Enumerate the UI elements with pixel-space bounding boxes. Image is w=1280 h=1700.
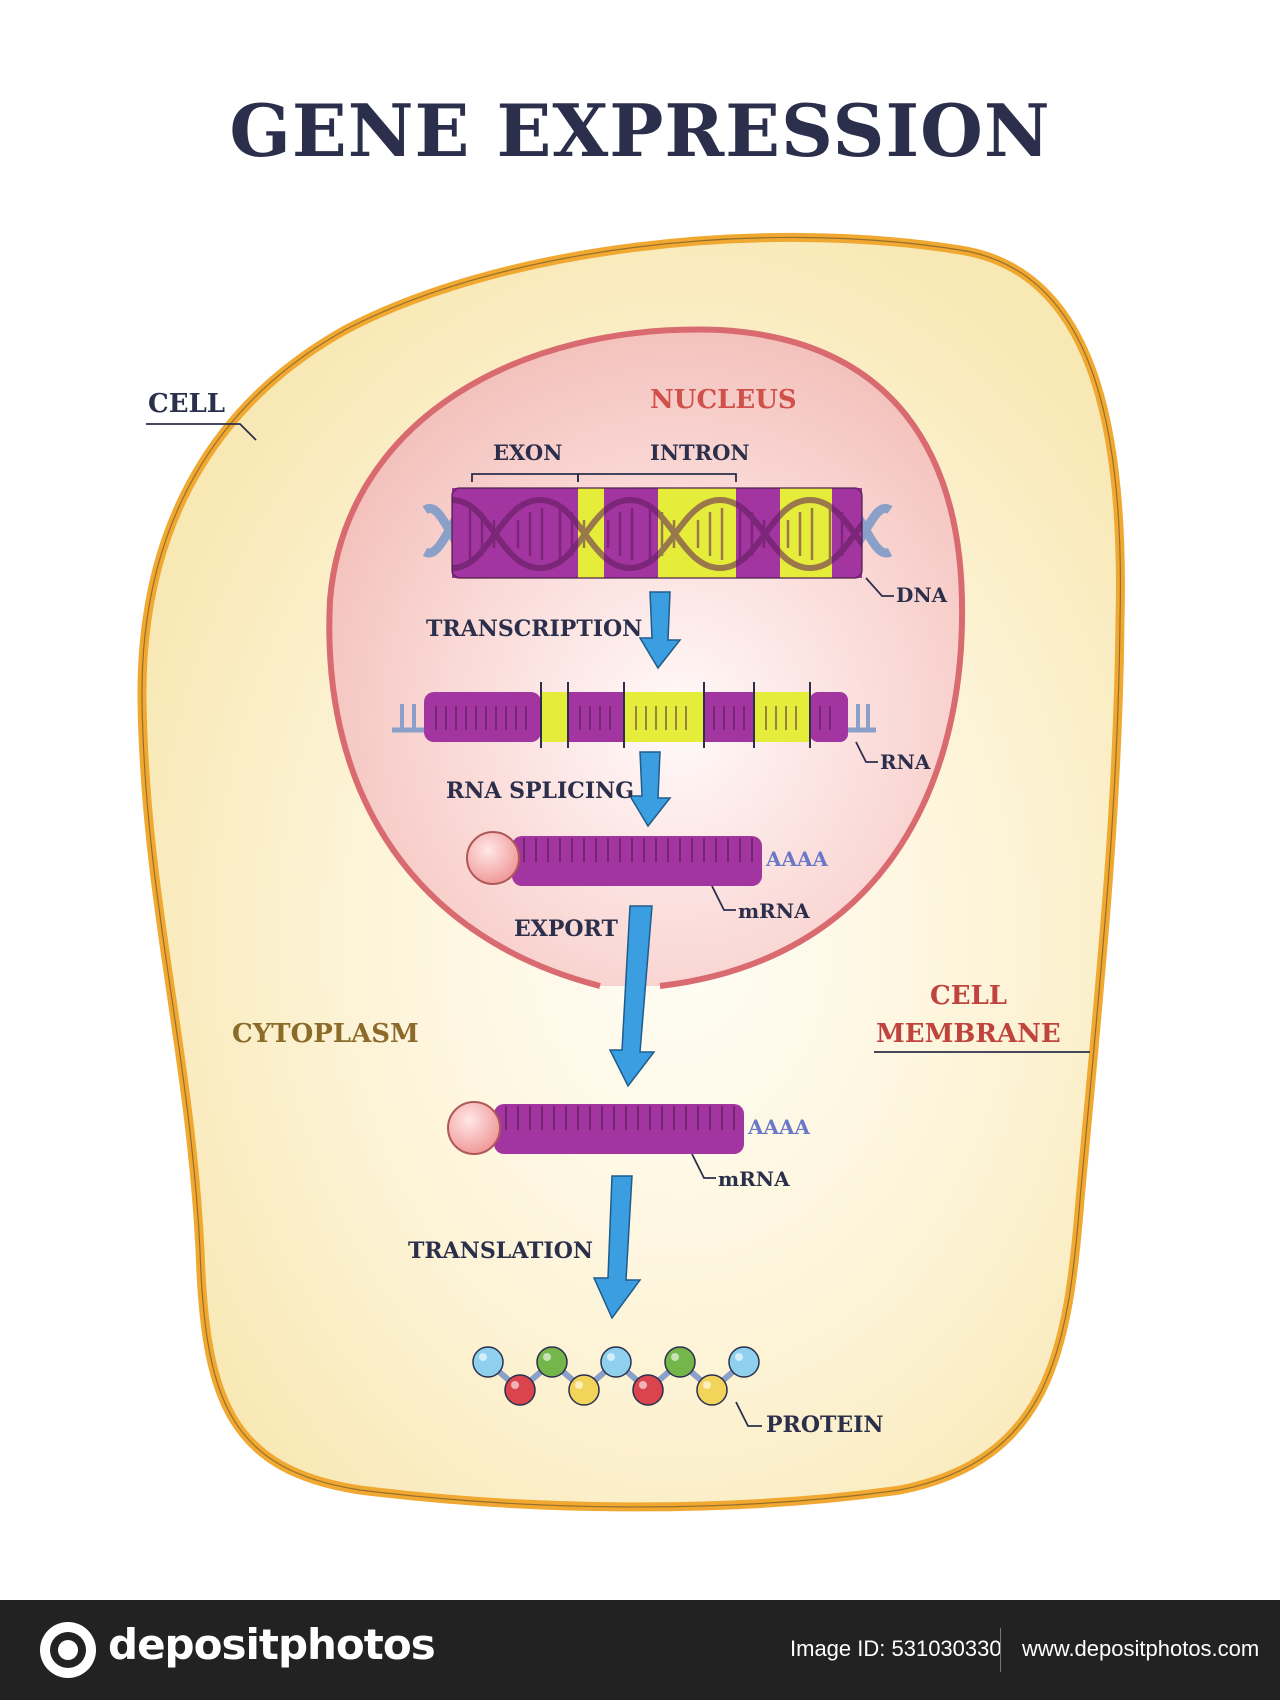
dna-label: DNA xyxy=(896,583,948,607)
translation-label: TRANSLATION xyxy=(408,1238,593,1264)
footer-image-id: Image ID: 531030330 xyxy=(790,1636,1002,1661)
mrna-cytoplasm xyxy=(447,1101,744,1155)
dna-leader-line xyxy=(865,577,894,597)
intron-bracket xyxy=(577,473,737,482)
footer-separator xyxy=(1000,1628,1001,1672)
poly-a-tail-nucleus: AAAA xyxy=(765,847,829,871)
mrna-label-cytoplasm: mRNA xyxy=(718,1167,790,1191)
mrna-leader-line-nucleus xyxy=(711,885,736,911)
rna-label: RNA xyxy=(880,750,931,774)
dna-helix xyxy=(422,487,893,579)
mrna-nucleus xyxy=(466,831,762,886)
bead-highlight xyxy=(543,1353,551,1361)
footer-bar: depositphotos Image ID: 531030330 www.de… xyxy=(0,1600,1280,1700)
intron-label: INTRON xyxy=(650,440,750,465)
cell-membrane-label-line1: CELL xyxy=(930,981,1007,1011)
bead-highlight xyxy=(575,1381,583,1389)
amino-acid-bead xyxy=(728,1346,760,1378)
bead-highlight xyxy=(639,1381,647,1389)
bead-highlight xyxy=(735,1353,743,1361)
nucleus-body xyxy=(326,326,966,989)
amino-acid-bead xyxy=(472,1346,504,1378)
nucleus-label: NUCLEUS xyxy=(650,385,797,415)
bead-highlight xyxy=(511,1381,519,1389)
protein-chain xyxy=(472,1346,760,1406)
amino-acid-bead xyxy=(568,1374,600,1406)
protein-leader-line xyxy=(735,1401,762,1427)
cytoplasm-label: CYTOPLASM xyxy=(232,1019,419,1049)
camera-logo-icon xyxy=(40,1622,96,1678)
cell-membrane-label-line2: MEMBRANE xyxy=(876,1019,1061,1049)
export-arrow xyxy=(608,905,656,1088)
footer-site-link[interactable]: www.depositphotos.com xyxy=(1022,1636,1260,1661)
poly-a-tail-cytoplasm: AAAA xyxy=(747,1115,811,1139)
cell-label: CELL xyxy=(148,389,225,419)
exon-label: EXON xyxy=(493,440,562,465)
mrna-cap-cytoplasm xyxy=(447,1101,501,1155)
bead-highlight xyxy=(671,1353,679,1361)
rna-splicing-label: RNA SPLICING xyxy=(446,778,634,804)
transcription-label: TRANSCRIPTION xyxy=(426,616,642,642)
cell-leader-line xyxy=(146,423,257,441)
amino-acid-bead xyxy=(600,1346,632,1378)
translation-arrow xyxy=(592,1175,642,1320)
dna-exon-3 xyxy=(736,488,780,578)
amino-acid-bead xyxy=(696,1374,728,1406)
transcription-arrow xyxy=(638,591,682,670)
rna-leader-line xyxy=(855,741,878,763)
footer-brand[interactable]: depositphotos xyxy=(108,1620,436,1669)
gene-expression-diagram: CELL NUCLEUS EXON INTRON DNA TRANSCRIPTI… xyxy=(137,232,1125,1512)
diagram-title: GENE EXPRESSION xyxy=(229,88,1051,173)
bead-highlight xyxy=(703,1381,711,1389)
bead-highlight xyxy=(607,1353,615,1361)
amino-acid-bead xyxy=(536,1346,568,1378)
mrna-leader-line-cytoplasm xyxy=(691,1153,716,1179)
bead-highlight xyxy=(479,1353,487,1361)
mrna-label-nucleus: mRNA xyxy=(738,899,810,923)
amino-acid-bead xyxy=(632,1374,664,1406)
amino-acid-bead xyxy=(504,1374,536,1406)
protein-label: PROTEIN xyxy=(766,1412,884,1438)
rna-strand xyxy=(392,682,876,748)
export-label: EXPORT xyxy=(514,916,618,942)
amino-acid-bead xyxy=(664,1346,696,1378)
mrna-cap xyxy=(466,831,520,885)
rna-splicing-arrow xyxy=(628,751,672,828)
